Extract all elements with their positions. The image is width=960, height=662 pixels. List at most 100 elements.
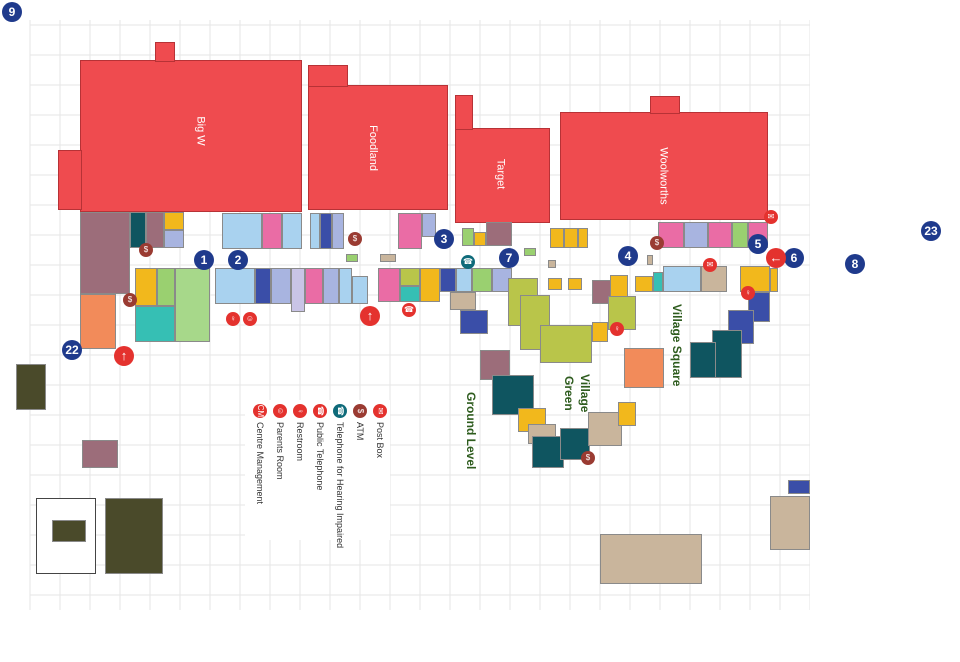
entrance-badge-23[interactable]: 23 [921, 221, 941, 241]
atm-icon[interactable]: $ [581, 451, 595, 465]
shop[interactable] [323, 268, 339, 304]
shop[interactable] [135, 306, 175, 342]
restroom-icon[interactable]: ♀ [610, 322, 624, 336]
shop[interactable] [460, 310, 488, 334]
shop[interactable] [456, 268, 472, 292]
shop[interactable] [592, 322, 608, 342]
shop[interactable] [339, 268, 352, 304]
centre-management-icon: CM [253, 404, 267, 418]
foodland-store[interactable] [308, 85, 448, 210]
post-box-icon: ✉ [373, 404, 387, 418]
shop[interactable] [524, 248, 536, 256]
shop[interactable] [635, 276, 653, 292]
shop[interactable] [255, 268, 271, 304]
entry-arrow-icon[interactable]: ↑ [360, 306, 380, 326]
atm-icon[interactable]: $ [123, 293, 137, 307]
shop[interactable] [610, 275, 628, 297]
big-w-store[interactable] [80, 60, 302, 212]
shop[interactable] [440, 268, 456, 292]
restroom-icon[interactable]: ♀ [741, 286, 755, 300]
shop[interactable] [310, 213, 320, 249]
shop[interactable] [80, 294, 116, 349]
shop[interactable] [398, 213, 422, 249]
legend-label: Post Box [375, 422, 385, 459]
shop[interactable] [568, 278, 582, 290]
shop[interactable] [346, 254, 358, 262]
shop[interactable] [262, 213, 282, 249]
shop[interactable] [130, 212, 146, 248]
shop[interactable] [548, 260, 556, 268]
shop[interactable] [282, 213, 302, 249]
shop[interactable] [378, 268, 400, 302]
shop[interactable] [624, 348, 664, 388]
woolworths-top [650, 96, 680, 114]
shop[interactable] [486, 222, 512, 246]
entry-arrow-icon[interactable]: ← [766, 248, 786, 268]
shop[interactable] [215, 268, 255, 304]
shop[interactable] [462, 228, 474, 246]
shop[interactable] [548, 278, 562, 290]
atm-icon[interactable]: $ [348, 232, 362, 246]
shop[interactable] [712, 330, 742, 378]
shop[interactable] [472, 268, 492, 292]
entrance-badge-4[interactable]: 4 [618, 246, 638, 266]
shop[interactable] [80, 212, 130, 294]
entrance-badge-5[interactable]: 5 [748, 234, 768, 254]
village-green-label-2: Green [562, 376, 576, 411]
shop[interactable] [400, 268, 420, 286]
shop[interactable] [450, 292, 476, 310]
shop[interactable] [770, 268, 778, 292]
entrance-badge-7[interactable]: 7 [499, 248, 519, 268]
shop[interactable] [380, 254, 396, 262]
atm-icon: $ [353, 404, 367, 418]
hearing-impaired-telephone-icon[interactable]: ☎ [461, 255, 475, 269]
shop[interactable] [588, 412, 622, 446]
entrance-badge-9[interactable]: 9 [2, 2, 22, 22]
shop[interactable] [332, 213, 344, 249]
shop[interactable] [400, 286, 420, 302]
entrance-badge-22[interactable]: 22 [62, 340, 82, 360]
parents-room-icon[interactable]: ☺ [243, 312, 257, 326]
entrance-badge-8[interactable]: 8 [845, 254, 865, 274]
public-telephone-icon[interactable]: ☎ [402, 303, 416, 317]
shop[interactable] [618, 402, 636, 426]
atm-icon[interactable]: $ [139, 243, 153, 257]
post-box-icon[interactable]: ✉ [764, 210, 778, 224]
shop[interactable] [474, 232, 486, 246]
shop[interactable] [540, 325, 592, 363]
shop[interactable] [291, 268, 305, 312]
shop[interactable] [164, 212, 184, 230]
target-store[interactable] [455, 128, 550, 223]
shop[interactable] [320, 213, 332, 249]
shop[interactable] [647, 255, 653, 265]
entrance-badge-1[interactable]: 1 [194, 250, 214, 270]
shop[interactable] [578, 228, 588, 248]
shop[interactable] [550, 228, 564, 248]
shop[interactable] [175, 268, 210, 342]
shop[interactable] [653, 272, 663, 292]
shop[interactable] [684, 222, 708, 248]
shop[interactable] [164, 230, 184, 248]
shop[interactable] [564, 228, 578, 248]
restroom-icon[interactable]: ♀ [226, 312, 240, 326]
shop[interactable] [732, 222, 748, 248]
shop[interactable] [352, 276, 368, 304]
entry-arrow-icon[interactable]: ↑ [114, 346, 134, 366]
legend-label: Centre Management [255, 422, 265, 505]
atm-icon[interactable]: $ [650, 236, 664, 250]
shop[interactable] [271, 268, 291, 304]
shop[interactable] [663, 266, 701, 292]
shop[interactable] [420, 268, 440, 302]
entrance-badge-6[interactable]: 6 [784, 248, 804, 268]
shop[interactable] [690, 342, 716, 378]
shop[interactable] [708, 222, 732, 248]
post-box-icon[interactable]: ✉ [703, 258, 717, 272]
shop[interactable] [222, 213, 262, 249]
shop[interactable] [135, 268, 157, 306]
entrance-badge-2[interactable]: 2 [228, 250, 248, 270]
shop[interactable] [305, 268, 323, 304]
shop[interactable] [157, 268, 175, 306]
shop[interactable] [146, 212, 164, 248]
shop[interactable] [422, 213, 436, 237]
entrance-badge-3[interactable]: 3 [434, 229, 454, 249]
